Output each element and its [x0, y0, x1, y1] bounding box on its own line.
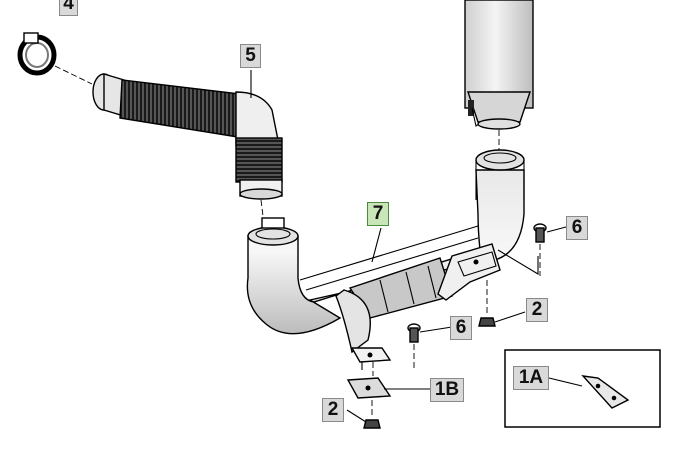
hose-clamp: [17, 32, 57, 76]
callout-6-lower: 6: [450, 316, 472, 340]
callout-1a: 1A: [513, 366, 549, 390]
callout-1b: 1B: [430, 378, 464, 402]
callout-2-right: 2: [526, 298, 548, 322]
shim-plate-1b: [346, 377, 392, 399]
bolt-lower: [407, 323, 421, 343]
callout-2-lower: 2: [322, 398, 344, 422]
leader-lines: [250, 70, 567, 423]
lower-bracket: [350, 347, 392, 370]
bolt-upper: [533, 223, 547, 243]
callout-4: 4: [59, 0, 78, 16]
heat-shield: [335, 257, 453, 354]
nut-lower: [363, 419, 381, 429]
flexible-hose: [92, 73, 283, 200]
nut-right: [478, 317, 496, 327]
callout-6-upper: 6: [566, 216, 588, 240]
callout-5: 5: [240, 44, 261, 68]
right-bracket: [437, 243, 501, 301]
callout-7: 7: [367, 202, 389, 226]
exhaust-stack: [464, 0, 534, 130]
